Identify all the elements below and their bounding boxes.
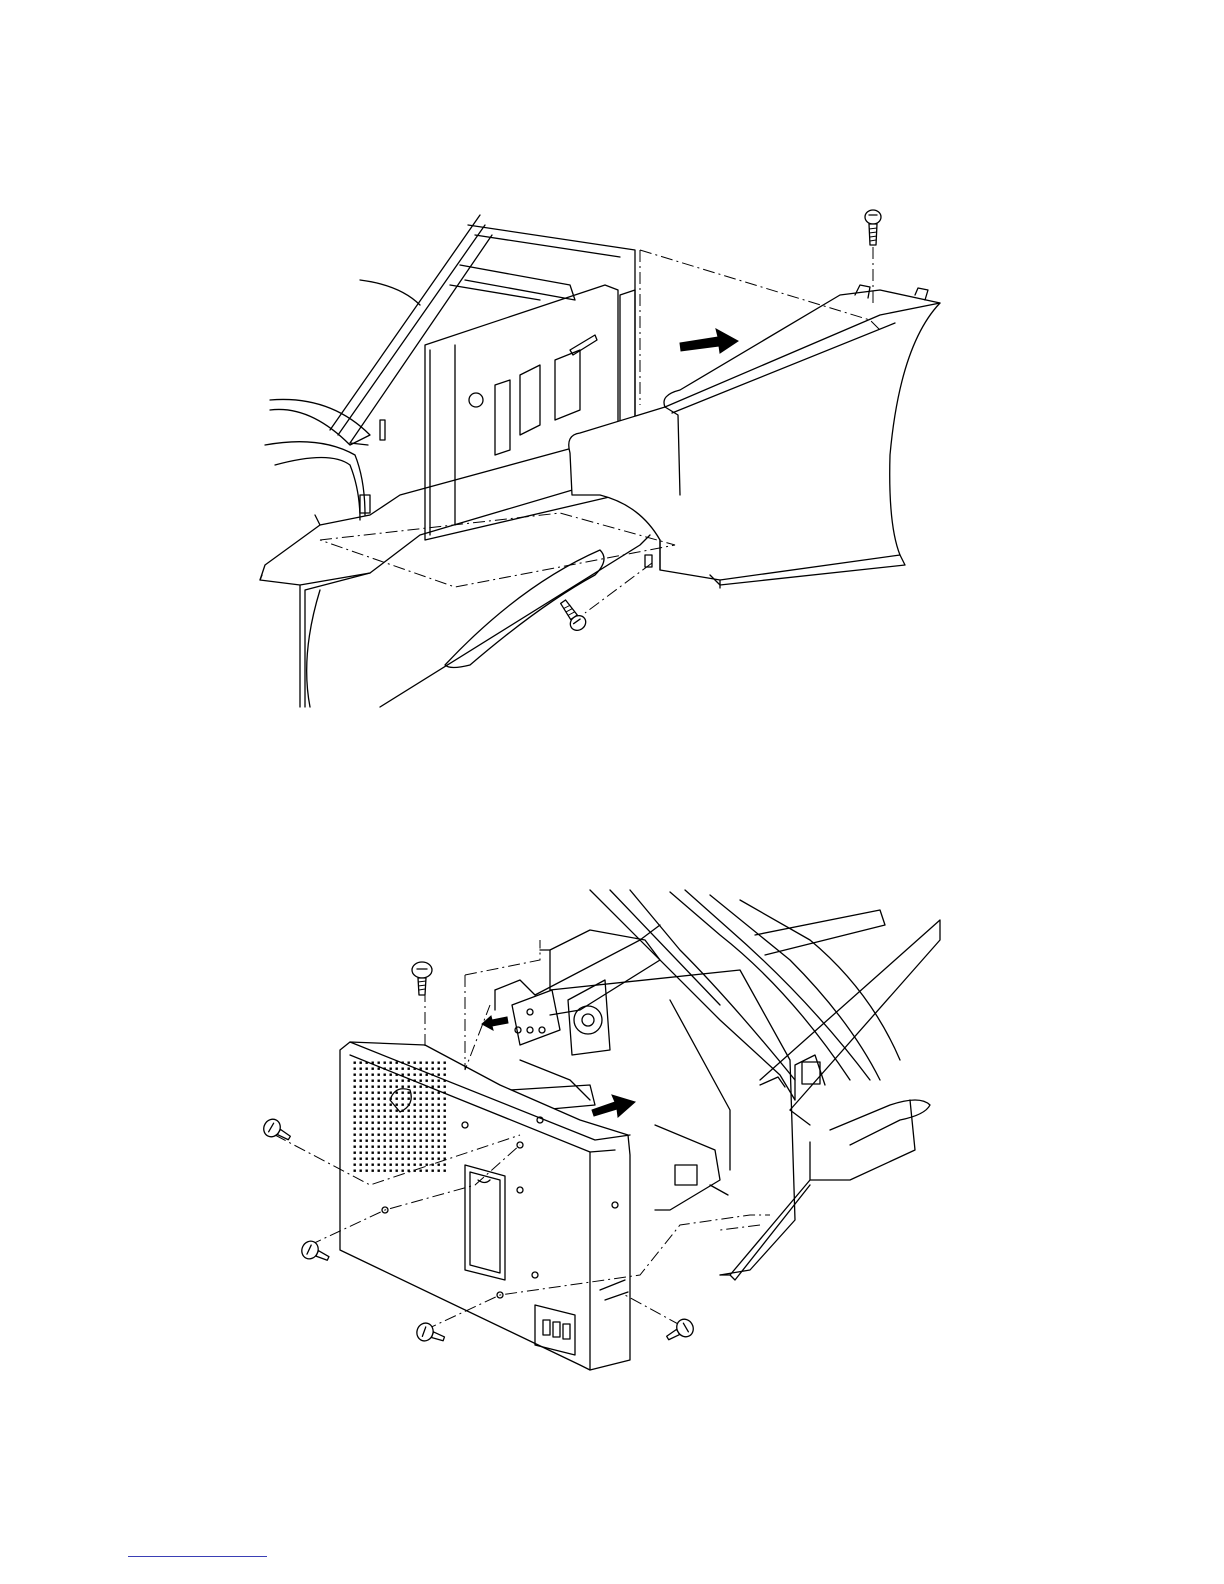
rear-cover [340, 1042, 630, 1370]
side-cover-removal-illustration [240, 195, 980, 715]
screw-icon [299, 1238, 332, 1266]
screw-icon [414, 1321, 446, 1347]
screw-icon [663, 1316, 696, 1346]
direction-arrow-icon [482, 1016, 508, 1030]
direction-arrow-icon [680, 329, 738, 353]
screw-icon [865, 210, 881, 245]
side-cover [569, 285, 940, 588]
direction-arrow-icon [592, 1095, 635, 1117]
vent-grille [352, 1060, 447, 1175]
footer-rule [128, 1556, 267, 1557]
screw-icon [261, 1116, 294, 1146]
screw-icon [557, 597, 589, 633]
screw-icon [412, 962, 432, 995]
rear-cover-removal-illustration [250, 880, 950, 1380]
